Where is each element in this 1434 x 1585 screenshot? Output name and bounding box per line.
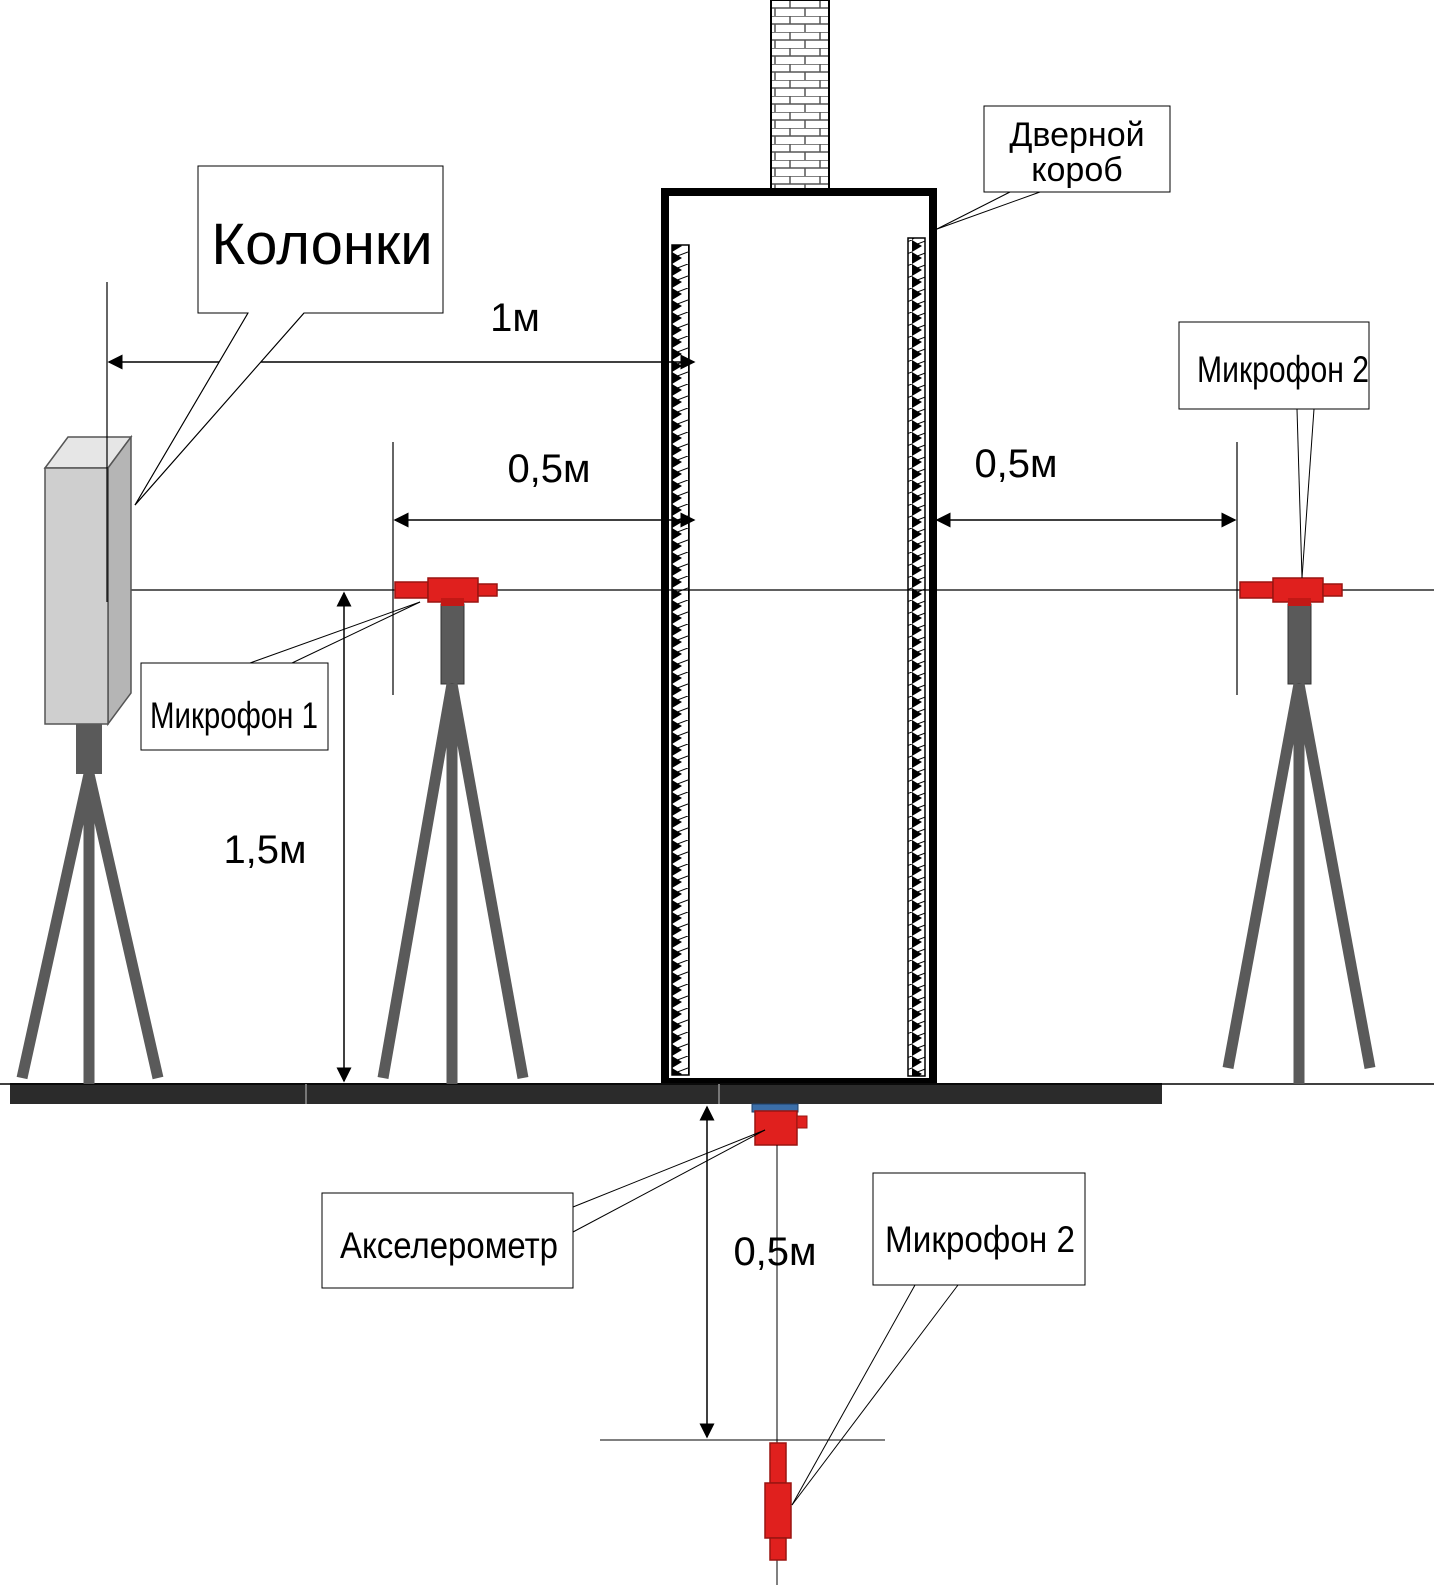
speaker <box>16 434 164 1084</box>
accelerometer <box>751 1103 808 1146</box>
microphone-2-bottom-assembly <box>764 1442 792 1561</box>
floor-slab <box>0 1083 1434 1104</box>
callout-speakers: Колонки <box>134 165 444 506</box>
callout-microphone-1: Микрофон 1 <box>140 601 421 751</box>
door-frame <box>661 188 937 1086</box>
microphone-2-side-assembly <box>1222 577 1376 1084</box>
microphone-2-bottom-label: Микрофон 2 <box>885 1219 1075 1260</box>
door-frame-label-line1: Дверной <box>1009 116 1144 154</box>
door-frame-label-line2: короб <box>1031 151 1122 189</box>
dimension-height-label: 1,5м <box>223 828 306 872</box>
callout-door-frame: Дверной короб <box>936 105 1171 230</box>
microphone-1-assembly <box>377 577 529 1084</box>
microphone-2-side-label: Микрофон 2 <box>1197 349 1369 390</box>
speakers-label: Колонки <box>211 212 432 277</box>
callout-microphone-2-side: Микрофон 2 <box>1178 321 1370 579</box>
dimension-mic2-label: 0,5м <box>974 442 1057 486</box>
callout-accelerometer: Акселерометр <box>321 1129 766 1289</box>
microphone-1-label: Микрофон 1 <box>150 695 318 736</box>
accelerometer-label: Акселерометр <box>340 1225 558 1266</box>
dimension-1m-label: 1м <box>490 296 540 340</box>
dimension-bottom-label: 0,5м <box>733 1230 816 1274</box>
brick-wall <box>770 0 830 193</box>
dimension-mic1-label: 0,5м <box>507 447 590 491</box>
callout-microphone-2-bottom: Микрофон 2 <box>791 1172 1086 1506</box>
